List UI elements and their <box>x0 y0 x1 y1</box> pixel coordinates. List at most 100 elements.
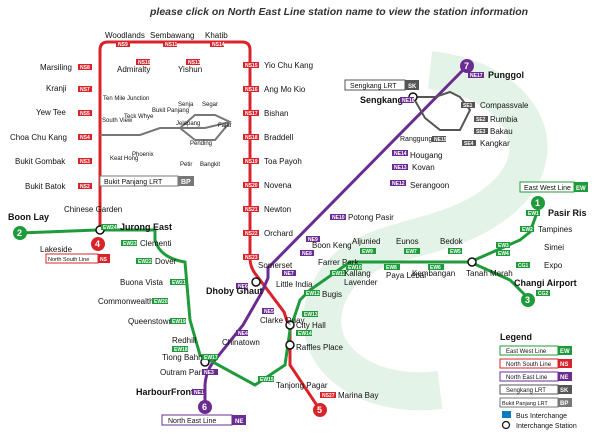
station-clementi[interactable]: Clementi <box>140 239 172 248</box>
station-harbourfront[interactable]: HarbourFront <box>136 387 194 397</box>
station-punggol[interactable]: Punggol <box>488 70 524 80</box>
station-tiong-bahru[interactable]: Tiong Bahru <box>162 353 205 362</box>
station-outram-park[interactable]: Outram Park <box>160 368 206 377</box>
station-bukit-gombak[interactable]: Bukit Gombak <box>15 157 66 166</box>
station-tampines[interactable]: Tampines <box>538 225 572 234</box>
ns-line-box-label: North South Line <box>48 257 89 263</box>
station-south-view[interactable]: South View <box>102 118 133 124</box>
station-raffles-place[interactable]: Raffles Place <box>296 343 344 352</box>
station-chinese-garden[interactable]: Chinese Garden <box>64 205 122 214</box>
svg-text:NS3: NS3 <box>80 159 90 165</box>
station-city-hall[interactable]: City Hall <box>296 321 326 330</box>
station-hougang[interactable]: Hougang <box>410 151 442 160</box>
station-woodlands[interactable]: Woodlands <box>105 31 145 40</box>
station-dover[interactable]: Dover <box>155 257 177 266</box>
station-little-india[interactable]: Little India <box>276 280 313 289</box>
station-aljunied[interactable]: Aljunied <box>352 237 380 246</box>
station-sengkang[interactable]: Sengkang <box>360 95 403 105</box>
station-chinatown[interactable]: Chinatown <box>222 338 260 347</box>
station-fajar[interactable]: Fajar <box>218 123 232 129</box>
svg-text:CG1: CG1 <box>518 263 529 269</box>
station-yishun[interactable]: Yishun <box>178 65 202 74</box>
station-petir[interactable]: Petir <box>180 162 192 168</box>
svg-text:NE15: NE15 <box>434 137 447 143</box>
station-expo[interactable]: Expo <box>544 261 563 270</box>
station-compassvale[interactable]: Compassvale <box>480 101 529 110</box>
svg-text:NE6: NE6 <box>238 284 248 290</box>
terminus-5-label: 5 <box>317 405 322 415</box>
station-khatib[interactable]: Khatib <box>205 31 228 40</box>
background-s-shape <box>303 51 548 411</box>
station-lavender[interactable]: Lavender <box>344 278 378 287</box>
station-bugis[interactable]: Bugis <box>322 290 342 299</box>
station-paya-lebar[interactable]: Paya Lebar <box>386 271 427 280</box>
station-marina-bay[interactable]: Marina Bay <box>338 391 378 400</box>
station-novena[interactable]: Novena <box>264 181 292 190</box>
station-farrer-park[interactable]: Farrer Park <box>318 258 359 267</box>
bp-lrt-loop <box>178 114 232 141</box>
station-boon-keng[interactable]: Boon Keng <box>312 241 352 250</box>
interchange-station-icon <box>501 420 511 430</box>
station-pending[interactable]: Pending <box>190 141 212 147</box>
svg-text:NS20: NS20 <box>245 183 258 189</box>
svg-text:EW18: EW18 <box>174 347 188 353</box>
station-commonwealth[interactable]: Commonwealth <box>98 297 154 306</box>
svg-text:NE9: NE9 <box>308 237 318 243</box>
station-segar[interactable]: Segar <box>202 102 218 108</box>
station-queenstown[interactable]: Queenstown <box>128 317 173 326</box>
station-ang-mo-kio[interactable]: Ang Mo Kio <box>264 85 306 94</box>
station-ten-mile-junction[interactable]: Ten Mile Junction <box>103 96 149 102</box>
station-ranggung[interactable]: Ranggung <box>400 136 432 143</box>
station-jelapang[interactable]: Jelapang <box>176 121 200 127</box>
station-redhill[interactable]: Redhill <box>172 336 197 345</box>
station-kallang[interactable]: Kallang <box>344 269 371 278</box>
station-dhoby-ghaut[interactable]: Dhoby Ghaut <box>206 286 263 296</box>
station-clarke-quay-1[interactable]: Clarke Quay <box>260 316 304 325</box>
station-choa-chu-kang[interactable]: Choa Chu Kang <box>10 133 67 142</box>
station-eunos[interactable]: Eunos <box>396 237 419 246</box>
station-kranji[interactable]: Kranji <box>46 84 67 93</box>
station-kovan[interactable]: Kovan <box>412 163 435 172</box>
station-phoenix[interactable]: Phoenix <box>132 152 154 158</box>
station-serangoon[interactable]: Serangoon <box>410 181 449 190</box>
svg-text:East West Line: East West Line <box>506 349 547 355</box>
station-boon-lay[interactable]: Boon Lay <box>8 212 49 222</box>
station-yio-chu-kang[interactable]: Yio Chu Kang <box>264 61 313 70</box>
station-admiralty[interactable]: Admiralty <box>117 65 150 74</box>
station-pasir-ris[interactable]: Pasir Ris <box>548 208 587 218</box>
station-buona-vista[interactable]: Buona Vista <box>120 278 164 287</box>
station-rumbia[interactable]: Rumbia <box>490 115 518 124</box>
station-keat-hong[interactable]: Keat Hong <box>110 156 138 162</box>
station-braddell[interactable]: Braddell <box>264 133 294 142</box>
station-tanah-merah-1[interactable]: Tanah Merah <box>466 269 513 278</box>
station-kembangan[interactable]: Kembangan <box>412 269 455 278</box>
station-kangkar[interactable]: Kangkar <box>480 139 510 148</box>
station-senja[interactable]: Senja <box>178 102 194 108</box>
station-toa-payoh[interactable]: Toa Payoh <box>264 157 302 166</box>
station-yew-tee[interactable]: Yew Tee <box>36 108 66 117</box>
station-somerset[interactable]: Somerset <box>258 261 293 270</box>
station-simei[interactable]: Simei <box>544 243 564 252</box>
station-teck-whye[interactable]: Teck Whye <box>124 114 154 120</box>
station-newton[interactable]: Newton <box>264 205 291 214</box>
svg-text:EW22: EW22 <box>138 259 152 265</box>
station-bukit-panjang[interactable]: Bukit Panjang <box>152 108 189 114</box>
ew-line-track <box>19 209 540 387</box>
svg-text:NS8: NS8 <box>80 65 90 71</box>
svg-text:SK: SK <box>408 84 417 90</box>
station-sembawang[interactable]: Sembawang <box>150 31 194 40</box>
station-lakeside[interactable]: Lakeside <box>40 245 73 254</box>
station-potong-pasir[interactable]: Potong Pasir <box>348 213 394 222</box>
station-jurong-east[interactable]: Jurong East <box>120 222 172 232</box>
header-instruction: please click on North East Line station … <box>150 6 529 18</box>
station-bedok[interactable]: Bedok <box>440 237 464 246</box>
station-orchard[interactable]: Orchard <box>264 229 293 238</box>
station-bukit-batok[interactable]: Bukit Batok <box>25 182 66 191</box>
station-bakau[interactable]: Bakau <box>490 127 513 136</box>
station-tanjong-pagar[interactable]: Tanjong Pagar <box>276 381 328 390</box>
station-changi-airport[interactable]: Changi Airport <box>514 278 577 288</box>
station-bishan[interactable]: Bishan <box>264 109 288 118</box>
ns-line-track <box>98 40 322 411</box>
station-marsiling[interactable]: Marsiling <box>40 63 72 72</box>
station-bangkit[interactable]: Bangkit <box>200 162 220 168</box>
